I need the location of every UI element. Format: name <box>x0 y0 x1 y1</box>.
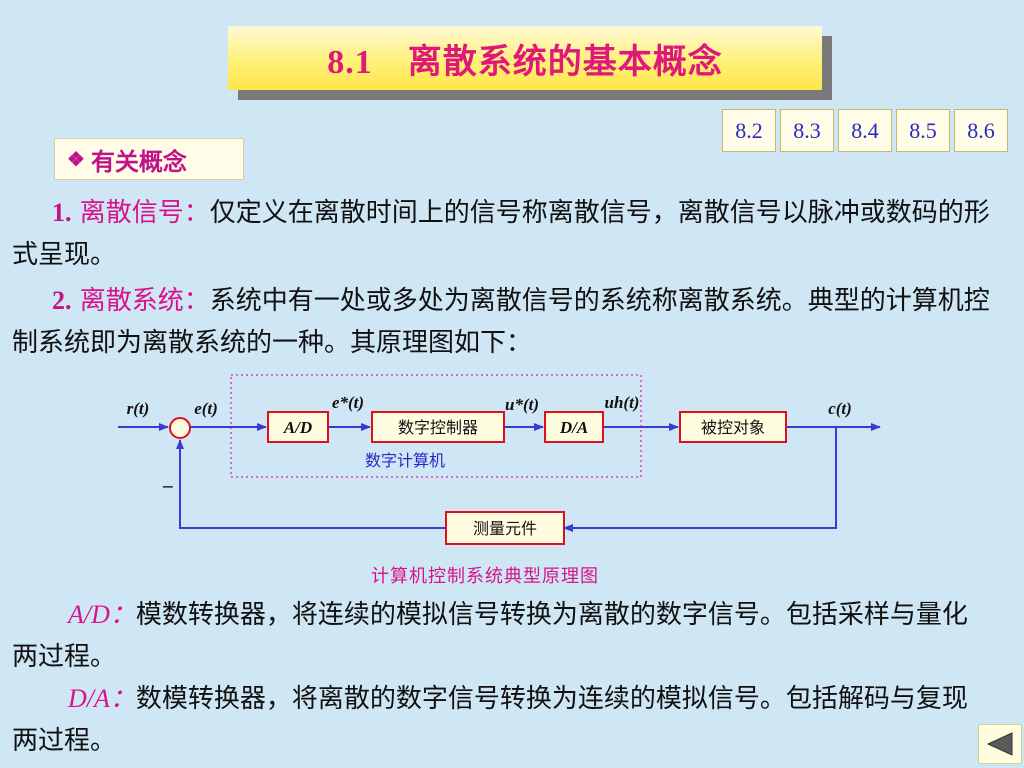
definition-discrete-signal: 1. 离散信号：仅定义在离散时间上的信号称离散信号，离散信号以脉冲或数码的形式呈… <box>12 192 990 276</box>
title-banner: 8.1 离散系统的基本概念 <box>228 26 822 90</box>
definition-text: 仅定义在离散时间上的信号称离散信号，离散信号以脉冲或数码的形式呈现。 <box>12 198 990 270</box>
item-number: 1. <box>52 198 72 227</box>
ad-block <box>267 411 329 443</box>
left-triangle-icon <box>986 732 1013 756</box>
sensor-block-label: 测量元件 <box>473 519 537 538</box>
summing-junction <box>169 417 191 439</box>
item-number: 2. <box>52 286 72 315</box>
signal-label-r: r(t) <box>127 399 150 418</box>
term-da: D/A： <box>68 684 136 713</box>
concept-heading-box: ❖ 有关概念 <box>54 138 244 180</box>
term-ad: A/D： <box>68 600 136 629</box>
da-block <box>544 411 604 443</box>
ad-block-label: A/D <box>283 418 312 437</box>
signal-label-uh: uh(t) <box>605 393 640 412</box>
section-link-8-5[interactable]: 8.5 <box>896 109 950 152</box>
plant-block <box>679 411 787 443</box>
diagram-caption: 计算机控制系统典型原理图 <box>371 566 599 587</box>
concept-heading: 有关概念 <box>90 146 187 176</box>
signal-label-e: e(t) <box>194 399 218 418</box>
controller-block-label: 数字控制器 <box>398 418 478 437</box>
controller-block <box>371 411 505 443</box>
da-block-label: D/A <box>559 418 588 437</box>
section-link-8-6[interactable]: 8.6 <box>954 109 1008 152</box>
definition-discrete-system: 2. 离散系统：系统中有一处或多处为离散信号的系统称离散系统。典型的计算机控制系… <box>12 280 990 364</box>
signal-label-estar: e*(t) <box>332 393 364 412</box>
da-text: 数模转换器，将离散的数字信号转换为连续的模拟信号。包括解码与复现两过程。 <box>12 684 968 756</box>
back-button[interactable] <box>978 724 1022 764</box>
term-discrete-system: 离散系统： <box>79 286 210 316</box>
ad-text: 模数转换器，将连续的模拟信号转换为离散的数字信号。包括采样与量化两过程。 <box>12 600 968 672</box>
da-description: D/A：数模转换器，将离散的数字信号转换为连续的模拟信号。包括解码与复现两过程。 <box>12 678 990 762</box>
term-discrete-signal: 离散信号： <box>79 198 210 228</box>
signal-label-ustar: u*(t) <box>505 395 539 414</box>
digital-computer-label: 数字计算机 <box>365 451 445 470</box>
page-title: 8.1 离散系统的基本概念 <box>327 43 723 81</box>
signal-label-c: c(t) <box>828 399 852 418</box>
section-nav: 8.2 8.3 8.4 8.5 8.6 <box>722 109 1012 152</box>
section-link-8-4[interactable]: 8.4 <box>838 109 892 152</box>
definition-text: 系统中有一处或多处为离散信号的系统称离散系统。典型的计算机控制系统即为离散系统的… <box>12 286 990 358</box>
feedback-line-lower <box>176 439 446 529</box>
sensor-block <box>445 511 565 545</box>
section-link-8-2[interactable]: 8.2 <box>722 109 776 152</box>
section-link-8-3[interactable]: 8.3 <box>780 109 834 152</box>
diamond-bullet-icon: ❖ <box>67 147 85 171</box>
ad-description: A/D：模数转换器，将连续的模拟信号转换为离散的数字信号。包括采样与量化两过程。 <box>12 594 990 678</box>
minus-sign: − <box>161 477 174 496</box>
feedback-line-upper <box>563 427 837 532</box>
plant-block-label: 被控对象 <box>701 418 765 437</box>
